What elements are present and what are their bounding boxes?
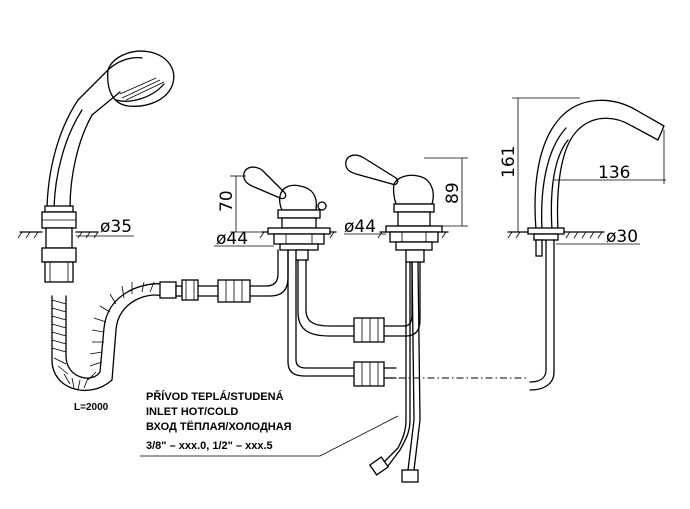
hose-length: L=2000	[74, 402, 109, 413]
left-valve	[214, 166, 355, 377]
dim-spout-reach: 136	[598, 163, 630, 183]
right-valve	[344, 154, 468, 483]
note-line-1: PŘÍVOD TEPLÁ/STUDENÁ	[146, 390, 284, 403]
hand-shower	[17, 50, 175, 283]
dim-spout-height: 161	[499, 146, 519, 178]
note-leader	[140, 415, 399, 457]
pipe-couplings	[353, 261, 421, 387]
dim-hand-shower-dia: ø35	[100, 217, 132, 237]
note-line-3: ВХОД ТЁПЛАЯ/ХОЛОДНАЯ	[146, 420, 292, 433]
spout	[507, 97, 666, 391]
note-line-4: 3/8" – xxx.0, 1/2" – xxx.5	[146, 440, 273, 452]
dim-valve-left-height: 70	[217, 190, 237, 212]
note-line-2: INLET HOT/COLD	[146, 406, 238, 418]
dim-valve-left-dia: ø44	[216, 229, 248, 249]
dim-valve-right-dia: ø44	[344, 217, 376, 237]
dim-valve-right-height: 89	[443, 182, 463, 204]
dim-spout-dia: ø30	[606, 227, 638, 247]
flexible-hose	[51, 249, 289, 391]
